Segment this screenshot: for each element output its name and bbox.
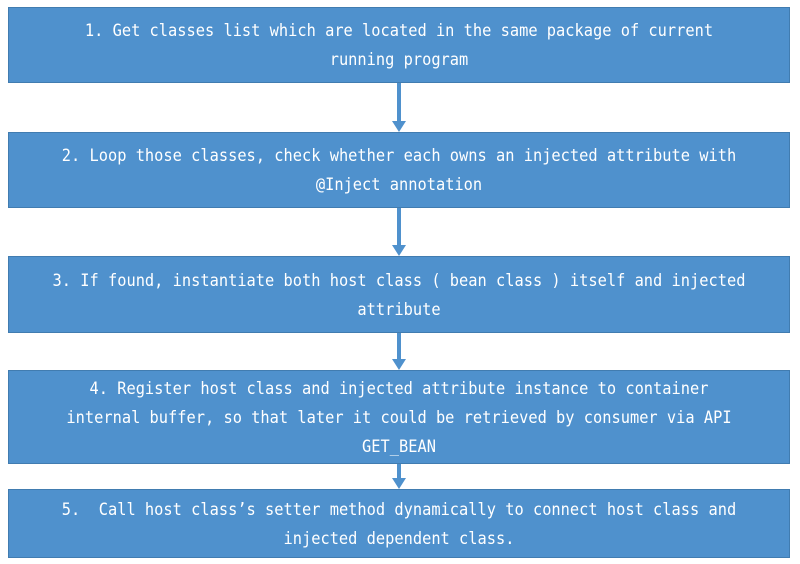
flowchart-step-2: 2. Loop those classes, check whether eac… (8, 132, 790, 208)
flowchart-step-5-label: 5. Call host class’s setter method dynam… (61, 499, 746, 548)
arrow-shaft (397, 83, 401, 121)
flowchart-step-4: 4. Register host class and injected attr… (8, 370, 790, 464)
arrow-shaft (397, 333, 401, 359)
flowchart-step-4-label: 4. Register host class and injected attr… (66, 378, 741, 456)
down-arrow-icon-2 (392, 208, 406, 256)
flowchart-step-3-label: 3. If found, instantiate both host class… (52, 270, 755, 319)
flowchart-step-2-label: 2. Loop those classes, check whether eac… (61, 146, 746, 194)
down-arrow-icon-1 (392, 83, 406, 132)
arrow-shaft (397, 464, 401, 478)
flowchart-step-1: 1. Get classes list which are located in… (8, 7, 790, 83)
flowchart-step-5: 5. Call host class’s setter method dynam… (8, 489, 790, 558)
arrow-head (392, 359, 406, 370)
arrow-head (392, 478, 406, 489)
flowchart-step-1-label: 1. Get classes list which are located in… (84, 21, 723, 69)
flowchart-step-3: 3. If found, instantiate both host class… (8, 256, 790, 333)
down-arrow-icon-3 (392, 333, 406, 370)
arrow-head (392, 121, 406, 132)
arrow-head (392, 245, 406, 256)
down-arrow-icon-4 (392, 464, 406, 489)
arrow-shaft (397, 208, 401, 245)
